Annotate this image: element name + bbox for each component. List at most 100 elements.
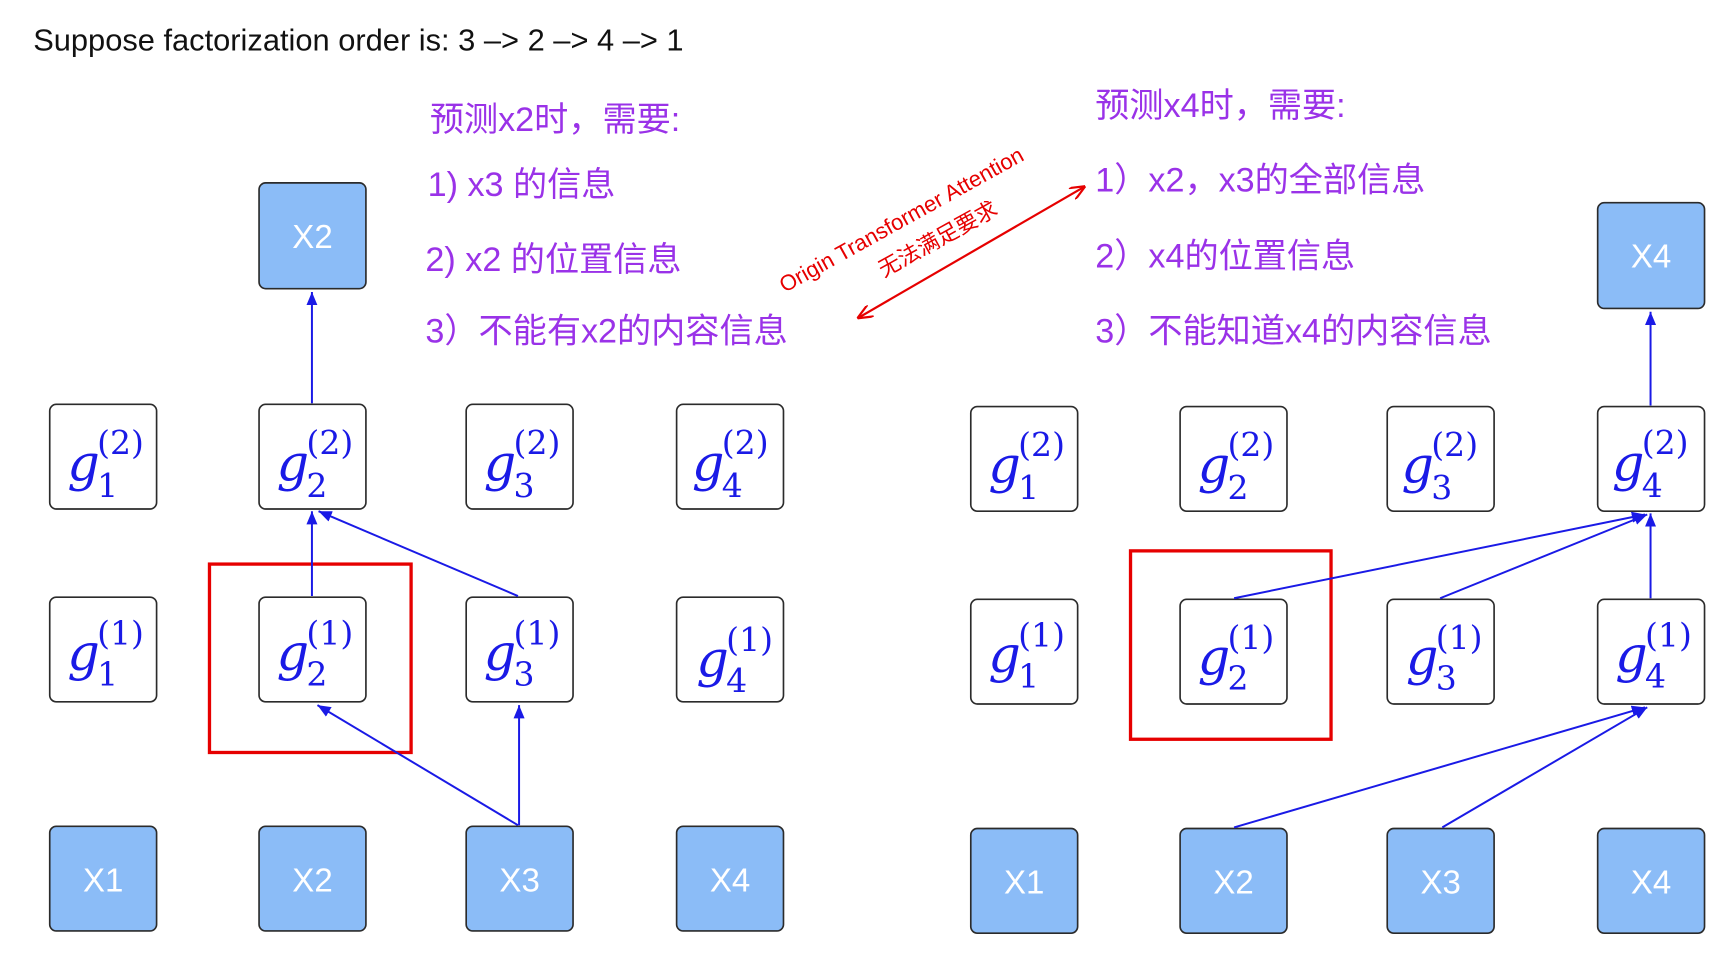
g-subscript: 3 bbox=[514, 466, 535, 505]
left-annotation-item: 1) x3 的信息 bbox=[428, 166, 616, 204]
left-layer2-node: g 2 (2) bbox=[258, 403, 367, 510]
node-label: X4 bbox=[1631, 239, 1671, 276]
page-title: Suppose factorization order is: 3 –> 2 –… bbox=[33, 23, 683, 58]
g-superscript: (1) bbox=[1645, 616, 1692, 655]
g-subscript: 3 bbox=[1436, 659, 1457, 698]
right-layer2-node: g 1 (2) bbox=[969, 405, 1079, 513]
g-symbol: g bbox=[484, 433, 516, 492]
g-symbol: g bbox=[1198, 627, 1230, 686]
g-symbol: g bbox=[484, 623, 516, 682]
right-annotation-item: 1）x2，x3的全部信息 bbox=[1095, 162, 1425, 200]
node-label: X3 bbox=[499, 862, 539, 899]
left-layer1-node: g 1 (1) bbox=[48, 596, 158, 703]
right-highlight-box bbox=[1128, 549, 1333, 741]
left-input-node: X3 bbox=[465, 825, 574, 932]
g-symbol: g bbox=[988, 625, 1020, 684]
right-layer2-node: g 4 (2) bbox=[1596, 405, 1706, 513]
g-subscript: 1 bbox=[97, 466, 118, 505]
arrow-icon bbox=[1233, 511, 1646, 600]
g-symbol: g bbox=[988, 436, 1020, 495]
node-label: X2 bbox=[292, 862, 332, 899]
g-subscript: 1 bbox=[1018, 656, 1039, 695]
g-symbol: g bbox=[1198, 436, 1230, 495]
g-subscript: 2 bbox=[306, 466, 327, 505]
g-symbol: g bbox=[67, 433, 99, 492]
right-layer1-node: g 2 (1) bbox=[1179, 598, 1288, 705]
left-target-node: X2 bbox=[258, 182, 367, 290]
g-symbol: g bbox=[67, 623, 99, 682]
arrow-icon bbox=[1439, 513, 1648, 600]
right-target-node: X4 bbox=[1596, 201, 1706, 310]
g-superscript: (1) bbox=[1018, 616, 1065, 655]
g-symbol: g bbox=[1615, 625, 1647, 684]
left-input-node: X1 bbox=[48, 825, 158, 932]
g-subscript: 1 bbox=[97, 654, 118, 693]
node-label: X1 bbox=[83, 862, 123, 899]
double-arrow-icon bbox=[857, 186, 1085, 318]
right-input-node: X3 bbox=[1386, 827, 1495, 934]
arrow-icon bbox=[1233, 705, 1646, 829]
right-annotation: 预测x4时，需要: 1）x2，x3的全部信息 2）x4的位置信息 3）不能知道x… bbox=[1095, 87, 1491, 351]
g-subscript: 1 bbox=[1018, 468, 1039, 507]
node-label: X4 bbox=[1631, 865, 1671, 902]
left-highlight-box bbox=[207, 562, 413, 755]
g-subscript: 2 bbox=[1227, 659, 1248, 698]
g-subscript: 2 bbox=[1227, 468, 1248, 507]
right-input-node: X4 bbox=[1596, 827, 1706, 934]
left-annotation: 预测x2时，需要: 1) x3 的信息 2) x2 的位置信息 3）不能有x2的… bbox=[425, 101, 787, 351]
left-diagram: X2 g 1 (2) g 2 (2) g 3 (2) g 4 (2) bbox=[48, 182, 785, 932]
g-superscript: (2) bbox=[1227, 425, 1274, 464]
g-superscript: (1) bbox=[726, 620, 773, 659]
g-symbol: g bbox=[1402, 436, 1434, 495]
g-superscript: (2) bbox=[722, 423, 769, 462]
left-layer1-node: g 4 (1) bbox=[675, 596, 785, 703]
left-input-node: X4 bbox=[675, 825, 785, 932]
g-superscript: (2) bbox=[306, 423, 353, 462]
left-layer2-node: g 4 (2) bbox=[675, 403, 785, 510]
right-annotation-item: 2）x4的位置信息 bbox=[1095, 238, 1355, 276]
left-layer1-node: g 3 (1) bbox=[465, 596, 574, 703]
g-superscript: (2) bbox=[1642, 423, 1689, 462]
g-symbol: g bbox=[692, 433, 724, 492]
g-superscript: (2) bbox=[514, 423, 561, 462]
g-superscript: (2) bbox=[1018, 425, 1065, 464]
left-layer1-node: g 2 (1) bbox=[258, 596, 367, 703]
left-input-node: X2 bbox=[258, 825, 367, 932]
g-subscript: 2 bbox=[306, 654, 327, 693]
right-input-node: X1 bbox=[969, 827, 1079, 934]
left-annotation-item: 2) x2 的位置信息 bbox=[425, 241, 681, 279]
right-annotation-heading: 预测x4时，需要: bbox=[1095, 87, 1345, 125]
node-label: X1 bbox=[1004, 865, 1044, 902]
right-layer1-node: g 3 (1) bbox=[1386, 598, 1495, 705]
right-input-node: X2 bbox=[1179, 827, 1288, 934]
right-layer1-node: g 4 (1) bbox=[1596, 598, 1706, 705]
g-subscript: 4 bbox=[1645, 656, 1666, 695]
g-subscript: 4 bbox=[726, 661, 747, 700]
right-layer1-node: g 1 (1) bbox=[969, 598, 1079, 705]
right-diagram: X4 g 1 (2) g 2 (2) g 3 (2) g 4 (2) bbox=[969, 201, 1706, 934]
g-superscript: (1) bbox=[97, 614, 144, 653]
g-superscript: (1) bbox=[1227, 618, 1274, 657]
left-annotation-heading: 预测x2时，需要: bbox=[430, 101, 680, 139]
g-subscript: 3 bbox=[514, 654, 535, 693]
g-symbol: g bbox=[277, 433, 309, 492]
g-superscript: (2) bbox=[97, 423, 144, 462]
g-subscript: 3 bbox=[1431, 468, 1452, 507]
right-layer2-node: g 3 (2) bbox=[1386, 405, 1495, 513]
g-superscript: (2) bbox=[1431, 425, 1478, 464]
g-subscript: 4 bbox=[1642, 466, 1663, 505]
g-symbol: g bbox=[277, 623, 309, 682]
g-symbol: g bbox=[1406, 627, 1438, 686]
g-superscript: (1) bbox=[514, 614, 561, 653]
node-label: X3 bbox=[1420, 865, 1460, 902]
g-superscript: (1) bbox=[1436, 618, 1483, 657]
comparison-note: Origin Transformer Attention 无法满足要求 bbox=[775, 142, 1085, 318]
node-label: X4 bbox=[710, 862, 750, 899]
arrow-icon bbox=[316, 704, 519, 827]
node-label: X2 bbox=[292, 219, 332, 256]
right-layer2-node: g 2 (2) bbox=[1179, 405, 1288, 513]
left-layer2-node: g 3 (2) bbox=[465, 403, 574, 510]
g-subscript: 4 bbox=[722, 466, 743, 505]
right-annotation-item: 3）不能知道x4的内容信息 bbox=[1095, 313, 1491, 351]
